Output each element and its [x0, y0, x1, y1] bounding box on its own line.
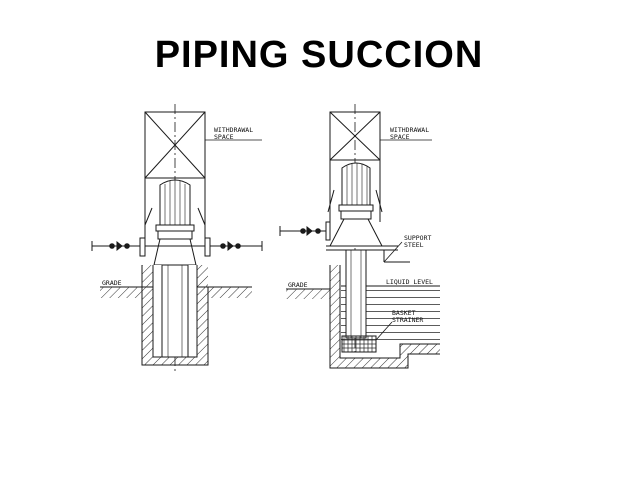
right-pit [329, 249, 440, 369]
left-grade-label: GRADE [102, 279, 122, 287]
left-suction-pipe [91, 237, 263, 257]
left-pump-diagram [91, 104, 263, 372]
right-pump-casing [329, 218, 383, 247]
right-discharge-pipe [279, 221, 331, 241]
left-withdrawal-label-line2: SPACE [214, 133, 234, 141]
right-support-label-line2: STEEL [404, 241, 424, 249]
right-withdrawal-label-line1: WITHDRAWAL [390, 126, 429, 134]
left-pit [100, 264, 252, 366]
right-liquid-level-label: LIQUID LEVEL [386, 278, 433, 286]
right-grade-label: GRADE [288, 281, 308, 289]
left-pump-casing [153, 238, 197, 266]
right-basket-label-line2: STRAINER [392, 316, 423, 324]
right-withdrawal-label-line2: SPACE [390, 133, 410, 141]
right-support-label-line1: SUPPORT [404, 234, 431, 242]
right-pump-diagram [279, 104, 440, 369]
right-basket-strainer [341, 335, 377, 353]
slide-title: PIPING SUCCION [154, 34, 484, 76]
left-withdrawal-label-line1: WITHDRAWAL [214, 126, 253, 134]
right-motor [338, 162, 374, 220]
right-basket-label-line1: BASKET [392, 309, 416, 317]
left-motor [155, 179, 195, 240]
